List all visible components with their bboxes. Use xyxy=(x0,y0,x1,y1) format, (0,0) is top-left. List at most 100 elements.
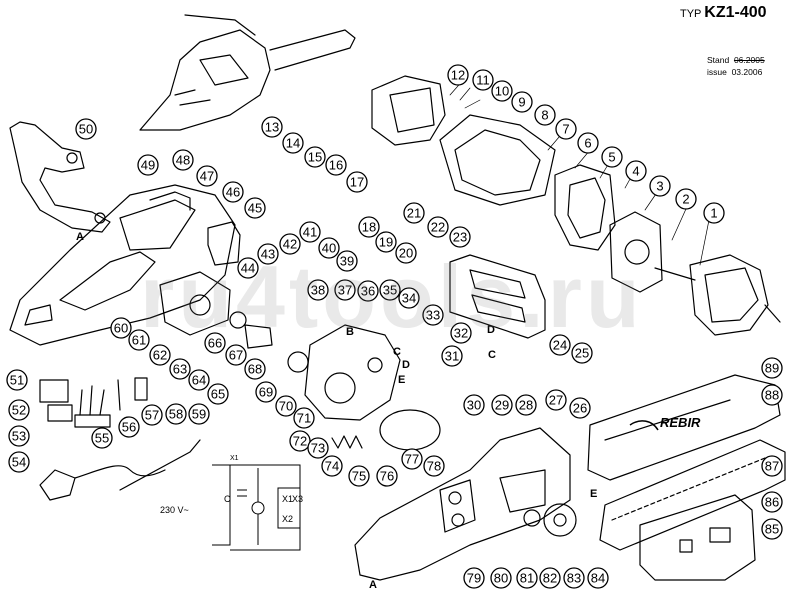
part-number-label: 35 xyxy=(383,283,397,298)
part-number-callout: 70 xyxy=(275,395,297,417)
part-number-callout: 16 xyxy=(325,154,347,176)
part-number-label: 11 xyxy=(476,73,490,88)
type-prefix: TYP xyxy=(680,8,702,20)
callout-circle xyxy=(511,91,533,113)
part-number-callout: 13 xyxy=(261,116,283,138)
cable-part xyxy=(119,439,201,491)
part-number-callout: 50 xyxy=(75,118,97,140)
part-number-callout: 15 xyxy=(304,146,326,168)
part-number-label: 4 xyxy=(632,164,639,179)
callout-circle xyxy=(545,389,567,411)
part-number-label: 54 xyxy=(12,455,26,470)
part-number-callout: 51 xyxy=(6,369,28,391)
callout-circle xyxy=(675,188,697,210)
saw-chain-part xyxy=(599,439,786,551)
part-number-callout: 80 xyxy=(490,567,512,589)
callout-circle xyxy=(761,518,783,540)
part-number-callout: 32 xyxy=(450,322,472,344)
callout-circle xyxy=(8,399,30,421)
part-number-callout: 77 xyxy=(401,448,423,470)
part-number-callout: 89 xyxy=(761,357,783,379)
callout-circle xyxy=(403,202,425,224)
part-number-label: 47 xyxy=(200,169,214,184)
part-number-callout: 11 xyxy=(472,69,494,91)
part-number-label: 71 xyxy=(297,411,311,426)
callout-circle xyxy=(188,403,210,425)
callout-circle xyxy=(275,395,297,417)
part-number-label: 9 xyxy=(518,95,525,110)
part-number-callout: 30 xyxy=(463,394,485,416)
alignment-letter: D xyxy=(402,359,410,371)
callout-circle xyxy=(761,384,783,406)
motor-cover-part xyxy=(371,75,446,146)
part-number-callout: 20 xyxy=(395,242,417,264)
part-number-label: 27 xyxy=(549,393,563,408)
callout-circle xyxy=(318,237,340,259)
part-number-label: 38 xyxy=(311,283,325,298)
part-number-label: 72 xyxy=(293,434,307,449)
part-number-label: 41 xyxy=(303,225,317,240)
part-number-callout: 82 xyxy=(539,567,561,589)
part-number-callout: 33 xyxy=(422,304,444,326)
part-number-label: 32 xyxy=(454,326,468,341)
brand-swoosh-icon xyxy=(629,420,659,431)
callout-circle xyxy=(422,304,444,326)
callout-circle xyxy=(118,416,140,438)
wiring-voltage-label: 230 V~ xyxy=(160,505,189,515)
part-number-callout: 6 xyxy=(577,132,599,154)
part-number-callout: 28 xyxy=(515,394,537,416)
part-number-callout: 45 xyxy=(244,197,266,219)
part-number-callout: 61 xyxy=(128,329,150,351)
part-number-label: 76 xyxy=(380,469,394,484)
callout-circle xyxy=(169,358,191,380)
callout-circle xyxy=(293,407,315,429)
part-number-callout: 17 xyxy=(346,171,368,193)
part-number-callout: 44 xyxy=(237,257,259,279)
part-number-label: 68 xyxy=(248,362,262,377)
part-number-label: 7 xyxy=(562,122,569,137)
callout-circle xyxy=(625,160,647,182)
part-number-label: 51 xyxy=(10,373,24,388)
callout-circle xyxy=(188,369,210,391)
part-number-callout: 25 xyxy=(571,342,593,364)
part-number-callout: 14 xyxy=(282,132,304,154)
part-number-callout: 22 xyxy=(427,216,449,238)
part-number-label: 82 xyxy=(543,571,557,586)
motor-plate-part xyxy=(159,271,231,336)
chain-brake-part xyxy=(449,254,546,339)
part-number-callout: 67 xyxy=(225,344,247,366)
part-number-label: 37 xyxy=(338,283,352,298)
callout-circle xyxy=(346,171,368,193)
callout-circle xyxy=(91,427,113,449)
callout-circle xyxy=(447,64,469,86)
callout-circle xyxy=(204,332,226,354)
callout-circle xyxy=(398,287,420,309)
part-number-callout: 1 xyxy=(703,202,725,224)
callout-circle xyxy=(571,342,593,364)
part-number-label: 83 xyxy=(567,571,581,586)
wiring-terminal-label: X1 xyxy=(230,455,239,462)
part-number-label: 40 xyxy=(322,241,336,256)
stand-date: 06.2005 xyxy=(733,55,765,65)
part-number-label: 80 xyxy=(494,571,508,586)
part-number-label: 28 xyxy=(519,398,533,413)
part-number-callout: 42 xyxy=(279,233,301,255)
sprocket-part xyxy=(523,503,577,537)
callout-circle xyxy=(255,381,277,403)
part-number-callout: 36 xyxy=(357,280,379,302)
part-number-callout: 7 xyxy=(555,118,577,140)
callout-circle xyxy=(137,154,159,176)
callout-circle xyxy=(569,397,591,419)
part-number-callout: 56 xyxy=(118,416,140,438)
callout-circle xyxy=(379,279,401,301)
callout-circle xyxy=(325,154,347,176)
part-number-callout: 60 xyxy=(110,317,132,339)
callout-circle xyxy=(149,344,171,366)
part-number-label: 65 xyxy=(211,387,225,402)
part-number-label: 69 xyxy=(259,385,273,400)
part-number-label: 43 xyxy=(261,247,275,262)
chain-cover-part xyxy=(639,494,756,581)
rear-handle-part xyxy=(9,121,111,233)
part-number-callout: 85 xyxy=(761,518,783,540)
